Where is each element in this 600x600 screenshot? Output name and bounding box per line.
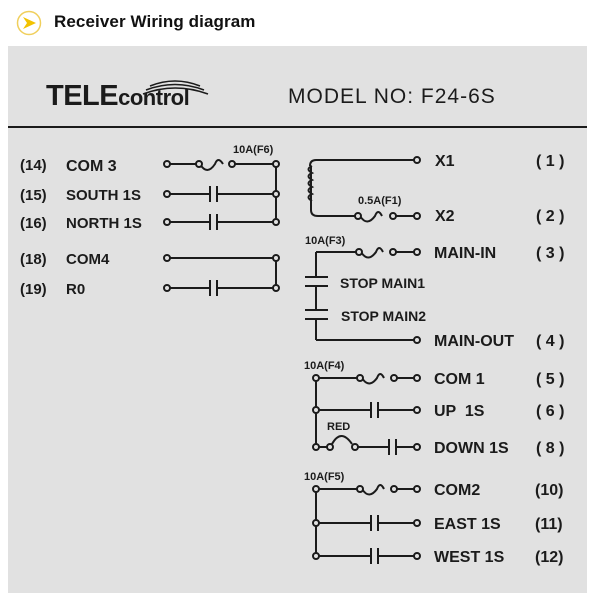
- pin-16: (16): [20, 215, 47, 232]
- pin-8: ( 8 ): [536, 440, 564, 457]
- page-header: Receiver Wiring diagram: [0, 0, 600, 46]
- fuse-f1-label: 0.5A(F1): [358, 195, 402, 207]
- terminal-main-in: MAIN-IN: [434, 245, 496, 262]
- fuse-labels: 10A(F6) 0.5A(F1) 10A(F3) 10A(F4) 10A(F5)…: [233, 144, 402, 483]
- terminal-north: NORTH 1S: [66, 215, 142, 232]
- left-terminal-labels: (14) COM 3 (15) SOUTH 1S (16) NORTH 1S (…: [20, 157, 142, 298]
- pin-18: (18): [20, 251, 47, 268]
- right-terminal-labels: X1 ( 1 ) X2 ( 2 ) MAIN-IN ( 3 ) MAIN-OUT…: [434, 153, 564, 566]
- r0-contact: [163, 280, 280, 296]
- com3-circuit: [163, 159, 280, 171]
- model-number: MODEL NO: F24-6S: [288, 85, 496, 108]
- pin-11: (11): [535, 516, 563, 533]
- terminal-x2: X2: [435, 208, 455, 225]
- chevron-right-circle-icon: [16, 10, 42, 36]
- terminal-main-out: MAIN-OUT: [434, 333, 514, 350]
- pin-1: ( 1 ): [536, 153, 564, 170]
- pin-6: ( 6 ): [536, 403, 564, 420]
- pin-19: (19): [20, 281, 47, 298]
- telecontrol-logo: TELEcontrol: [46, 80, 190, 113]
- pin-2: ( 2 ): [536, 208, 564, 225]
- pin-10: (10): [535, 482, 563, 499]
- terminal-com1: COM 1: [434, 371, 485, 388]
- terminal-x1: X1: [435, 153, 455, 170]
- terminal-east: EAST 1S: [434, 516, 501, 533]
- terminal-r0: R0: [66, 281, 85, 298]
- stop-main1-label: STOP MAIN1: [340, 275, 425, 291]
- com1-circuit: [312, 373, 421, 455]
- north-contact: [163, 214, 280, 230]
- pin-15: (15): [20, 187, 47, 204]
- terminal-up: UP 1S: [434, 403, 485, 420]
- page-title: Receiver Wiring diagram: [54, 12, 256, 31]
- com2-circuit: [312, 484, 421, 564]
- fuse-f5-label: 10A(F5): [304, 471, 345, 483]
- fuse-f4-label: 10A(F4): [304, 360, 345, 372]
- fuse-f3-label: 10A(F3): [305, 235, 346, 247]
- fuse-f6-label: 10A(F6): [233, 144, 274, 156]
- pin-4: ( 4 ): [536, 333, 564, 350]
- logo-bold-text: TELE: [46, 80, 119, 112]
- terminal-south: SOUTH 1S: [66, 187, 141, 204]
- terminal-com3: COM 3: [66, 158, 117, 175]
- pin-5: ( 5 ): [536, 371, 564, 388]
- com4-circuit: [163, 254, 280, 262]
- terminal-down: DOWN 1S: [434, 440, 509, 457]
- header-divider: [8, 126, 587, 128]
- stop-main2-label: STOP MAIN2: [341, 308, 426, 324]
- wiring-diagram-panel: [8, 46, 587, 593]
- pin-12: (12): [535, 549, 563, 566]
- transformer-coil: [307, 156, 421, 223]
- pin-3: ( 3 ): [536, 245, 564, 262]
- terminal-com4: COM4: [66, 251, 110, 268]
- south-contact: [163, 186, 280, 202]
- pin-14: (14): [20, 157, 47, 174]
- red-wire-label: RED: [327, 421, 350, 433]
- main-circuit: [305, 247, 421, 344]
- terminal-com2: COM2: [434, 482, 480, 499]
- terminal-west: WEST 1S: [434, 549, 505, 566]
